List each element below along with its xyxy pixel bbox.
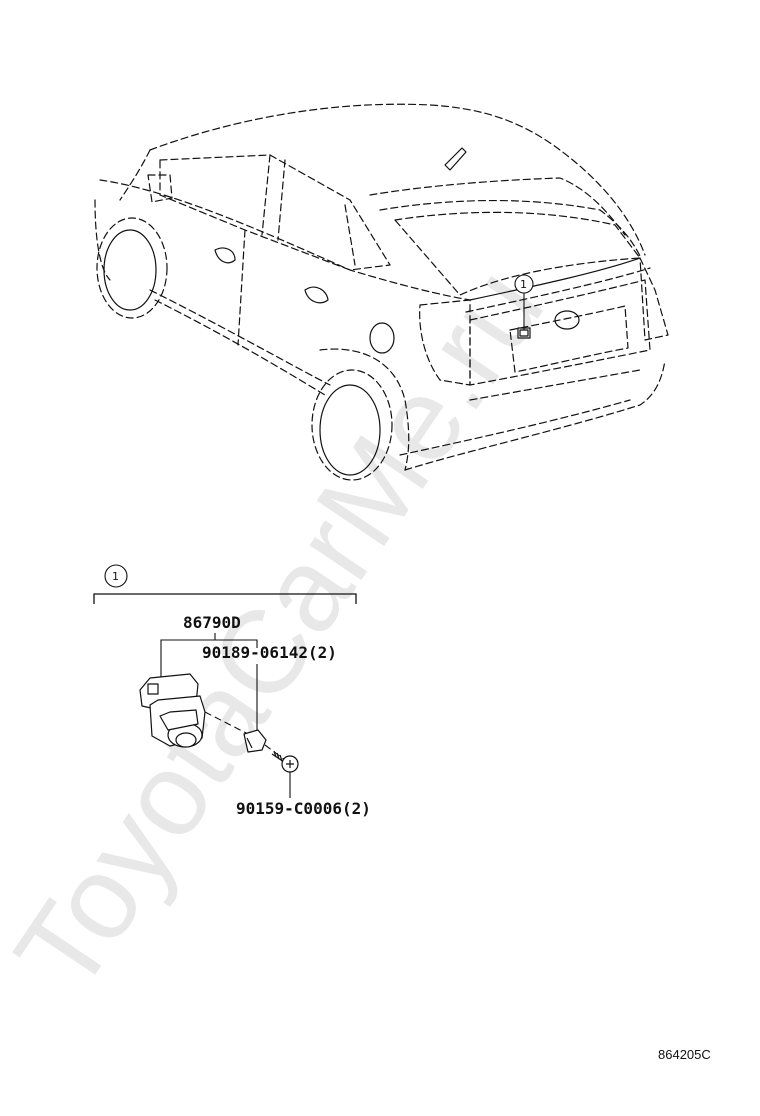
clip-head bbox=[243, 729, 267, 753]
screw-cross bbox=[286, 760, 294, 768]
callout-number: 1 bbox=[520, 278, 527, 291]
watermark-text: ToyotaCarMe.ru bbox=[0, 245, 569, 1015]
screw-drawing bbox=[271, 750, 299, 773]
vehicle-callout: 1 bbox=[514, 274, 534, 330]
parts-group: 1 bbox=[93, 564, 357, 604]
part-label-86790d: 86790D bbox=[183, 613, 241, 632]
group-callout-circle bbox=[104, 564, 128, 588]
group-callout-number: 1 bbox=[112, 570, 119, 583]
camera-assembly-drawing bbox=[139, 673, 206, 748]
group-bracket bbox=[93, 593, 357, 604]
assembly-line-1 bbox=[204, 711, 251, 736]
leader-86790d bbox=[160, 633, 216, 690]
screw-thread bbox=[273, 750, 283, 762]
bracket-tab bbox=[147, 683, 159, 695]
diagram-code: 864205C bbox=[658, 1047, 711, 1062]
camera-lens bbox=[175, 732, 197, 748]
camera-face bbox=[159, 709, 199, 731]
leader-86790d-branch bbox=[215, 639, 258, 648]
vehicle-illustration bbox=[94, 103, 669, 481]
clip-drawing bbox=[243, 729, 267, 753]
part-label-90189-06142: 90189-06142(2) bbox=[202, 643, 337, 662]
clip-detail bbox=[246, 737, 253, 749]
part-label-90159-c0006: 90159-C0006(2) bbox=[236, 799, 371, 818]
